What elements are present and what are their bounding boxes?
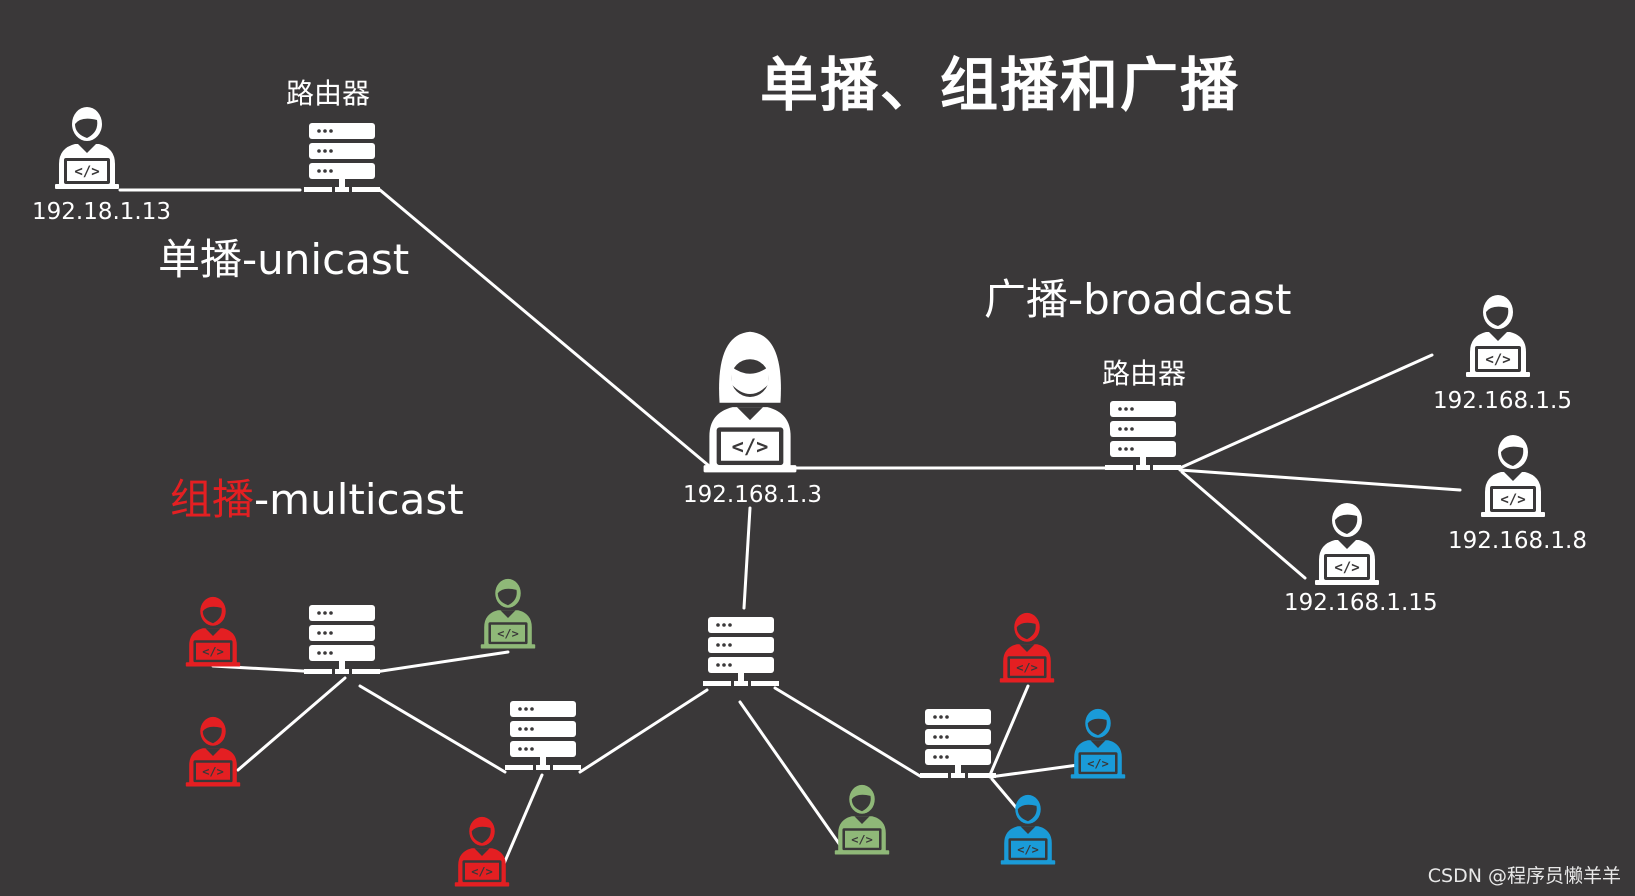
user-multicast-red-2: </>	[185, 716, 241, 787]
link-left-green1	[373, 650, 510, 674]
svg-text:</>: </>	[1017, 843, 1038, 857]
svg-text:</>: </>	[202, 645, 223, 659]
user-unicast-host: </>	[55, 107, 119, 189]
router-central	[703, 617, 779, 686]
link-broadcast-b1	[1178, 353, 1434, 470]
user-broadcast-3: </>	[1315, 503, 1379, 585]
link-left-red1	[211, 664, 322, 674]
router-broadcast	[1105, 401, 1181, 470]
svg-text:</>: </>	[497, 627, 518, 641]
router-multicast-left	[304, 605, 380, 674]
link-mid-left-router	[358, 684, 507, 774]
user-multicast-blue-1: </>	[1070, 708, 1126, 779]
router-mid	[505, 701, 581, 770]
link-left-red2	[236, 676, 347, 772]
multicast-label: 组播-multicast	[170, 466, 464, 527]
user-broadcast-1: </>	[1466, 295, 1530, 377]
svg-text:</>: </>	[1334, 560, 1359, 576]
link-router-sender	[378, 188, 710, 467]
diagram-title: 单播、组播和广播	[760, 51, 1241, 119]
svg-text:</>: </>	[202, 765, 223, 779]
svg-text:</>: </>	[74, 164, 99, 180]
link-sender-central-router	[742, 506, 752, 610]
broadcast-label: 广播-broadcast	[984, 275, 1292, 324]
svg-text:</>: </>	[732, 435, 769, 459]
svg-text:</>: </>	[851, 833, 872, 847]
ip-unicast-host: 192.18.1.13	[32, 199, 171, 225]
user-sender: </>	[703, 331, 797, 473]
user-multicast-red-4: </>	[999, 612, 1055, 683]
link-broadcast-b3	[1180, 470, 1307, 580]
user-multicast-green-1: </>	[480, 578, 536, 649]
svg-text:</>: </>	[1485, 352, 1510, 368]
user-multicast-red-3: </>	[454, 816, 510, 887]
link-central-mid-router	[578, 688, 709, 774]
ip-broadcast-1: 192.168.1.5	[1433, 388, 1572, 414]
unicast-label: 单播-unicast	[158, 235, 410, 284]
router-label-unicast: 路由器	[286, 77, 371, 110]
network-links	[118, 188, 1462, 882]
multicast-label-cn: 组播	[170, 475, 255, 524]
svg-text:</>: </>	[471, 865, 492, 879]
user-multicast-green-2: </>	[834, 784, 890, 855]
link-broadcast-b2	[1178, 468, 1462, 492]
router-label-broadcast: 路由器	[1102, 357, 1187, 390]
link-central-right-router	[773, 686, 922, 778]
ip-sender: 192.168.1.3	[683, 482, 822, 508]
users-group: </> </> </> </> </> </> </> </> </> </> </> </> </>	[55, 107, 1545, 887]
ip-broadcast-3: 192.168.1.15	[1284, 590, 1438, 616]
ip-broadcast-2: 192.168.1.8	[1448, 528, 1587, 554]
link-right-red4	[988, 684, 1030, 777]
link-central-green2	[738, 700, 842, 847]
user-multicast-blue-2: </>	[1000, 794, 1056, 865]
router-multicast-right	[920, 709, 996, 778]
link-right-blue1	[988, 763, 1080, 779]
multicast-label-en: -multicast	[254, 475, 464, 524]
user-broadcast-2: </>	[1481, 435, 1545, 517]
svg-text:</>: </>	[1087, 757, 1108, 771]
router-unicast	[304, 123, 380, 192]
svg-text:</>: </>	[1500, 492, 1525, 508]
watermark: CSDN @程序员懒羊羊	[1427, 865, 1621, 887]
user-multicast-red-1: </>	[185, 596, 241, 667]
svg-text:</>: </>	[1016, 661, 1037, 675]
